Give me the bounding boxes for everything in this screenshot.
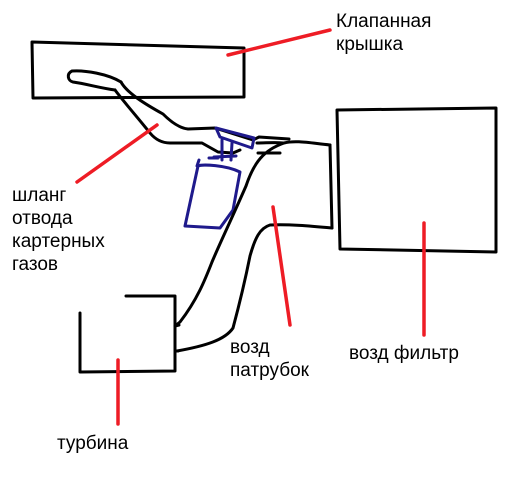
pointer-crankcase-hose [75, 123, 159, 184]
intake-pipe-filter-joint [328, 143, 334, 230]
valve-cover-box [30, 40, 246, 100]
label-intake-pipe-line2: патрубок [230, 360, 309, 381]
label-intake-pipe: возд патрубок [230, 336, 309, 382]
crankcase-hose-lower [113, 88, 242, 155]
label-crankcase-hose: шланг отвода картерных газов [12, 184, 105, 276]
pointer-valve-cover [226, 28, 332, 57]
label-intake-pipe-line1: возд [230, 337, 270, 358]
label-turbine: турбина [57, 433, 129, 454]
turbine-inlet-upper [173, 323, 181, 328]
label-crankcase-hose-line3: картерных [12, 231, 105, 252]
turbine-box [78, 294, 177, 374]
crankcase-hose-upper [119, 80, 291, 142]
crankcase-hose-inlet [66, 69, 123, 92]
air-filter-box [335, 106, 498, 254]
label-valve-cover: Клапанная крышка [336, 10, 431, 56]
label-crankcase-hose-line1: шланг [12, 185, 67, 206]
intake-pipe-lower [175, 223, 334, 353]
pointer-intake-pipe [271, 205, 292, 327]
label-air-filter: возд фильтр [349, 343, 459, 364]
label-crankcase-hose-line2: отвода [12, 208, 73, 229]
label-valve-cover-line2: крышка [336, 34, 404, 55]
intake-pipe-upper [173, 140, 332, 328]
label-valve-cover-line1: Клапанная [336, 11, 432, 32]
oil-separator [183, 126, 256, 230]
label-crankcase-hose-line4: газов [12, 254, 59, 275]
